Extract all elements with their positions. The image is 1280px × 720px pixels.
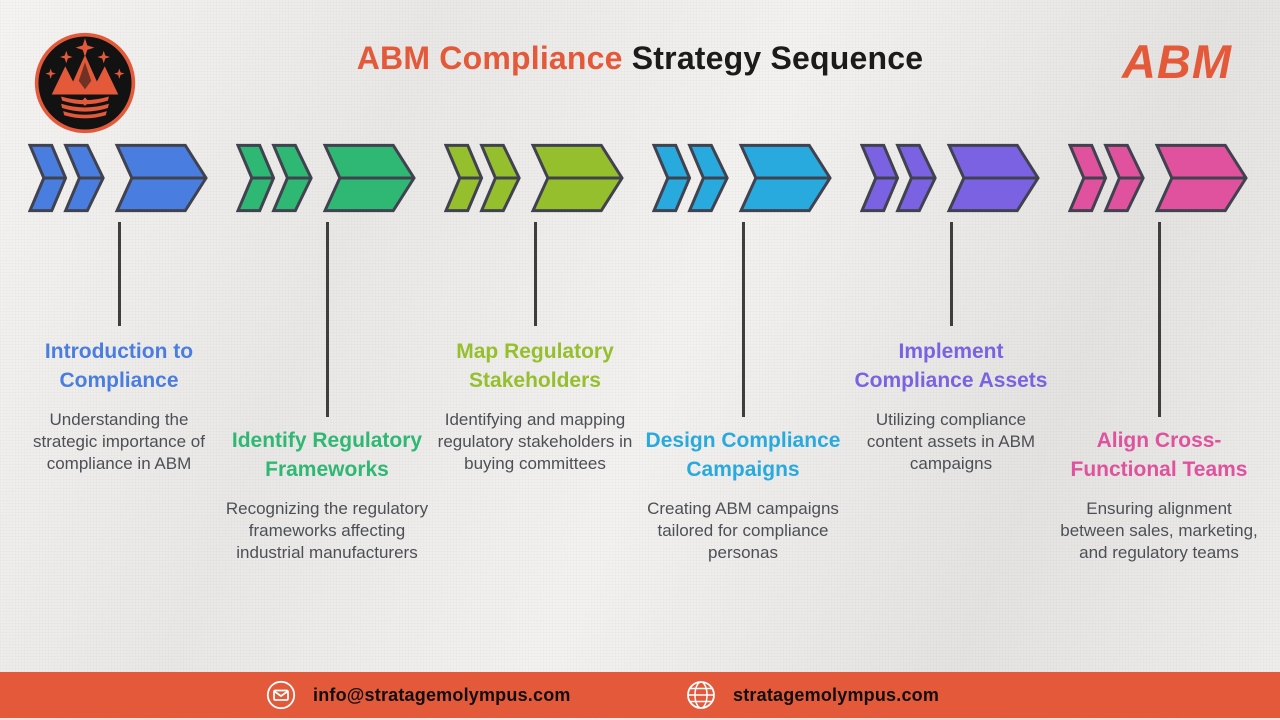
arrow-group-step-6	[1068, 143, 1250, 213]
footer-website-text: stratagemolympus.com	[733, 684, 940, 705]
step-5-description: Utilizing compliance content assets in A…	[866, 409, 1036, 474]
step-5-title: Implement Compliance Assets	[854, 340, 1048, 392]
footer-email: info@stratagemolympus.com	[266, 680, 571, 710]
connector-line-step-2	[326, 222, 329, 417]
step-2-title: Identify Regulatory Frameworks	[231, 429, 423, 481]
connector-line-step-4	[742, 222, 745, 417]
footer-bar: info@stratagemolympus.com stratagemolymp…	[0, 672, 1280, 718]
step-5: Implement Compliance Assets Utilizing co…	[849, 338, 1053, 475]
step-3: Map Regulatory Stakeholders Identifying …	[433, 338, 637, 475]
step-4: Design Compliance Campaigns Creating ABM…	[641, 427, 845, 564]
step-2: Identify Regulatory Frameworks Recognizi…	[225, 427, 429, 564]
connector-line-step-5	[950, 222, 953, 326]
step-1-description: Understanding the strategic importance o…	[33, 409, 205, 474]
footer-website: stratagemolympus.com	[686, 680, 939, 710]
arrow-group-step-5	[860, 143, 1042, 213]
step-3-description: Identifying and mapping regulatory stake…	[437, 409, 633, 474]
arrow-group-step-1	[28, 143, 210, 213]
step-1-title: Introduction to Compliance	[44, 340, 194, 392]
arrow-group-step-3	[444, 143, 626, 213]
step-6-title: Align Cross-Functional Teams	[1070, 429, 1248, 481]
page-title: ABM Compliance Strategy Sequence	[0, 40, 1280, 77]
step-6-description: Ensuring alignment between sales, market…	[1060, 498, 1258, 563]
company-logo	[33, 31, 137, 137]
connector-line-step-1	[118, 222, 121, 326]
step-4-description: Creating ABM campaigns tailored for comp…	[647, 498, 839, 563]
footer-email-text: info@stratagemolympus.com	[313, 684, 571, 705]
arrow-group-step-2	[236, 143, 418, 213]
page-title-rest: Strategy Sequence	[622, 40, 924, 76]
connector-line-step-3	[534, 222, 537, 326]
step-1: Introduction to Compliance Understanding…	[17, 338, 221, 475]
brand-wordmark: ABM	[1121, 35, 1232, 88]
envelope-icon	[266, 680, 296, 710]
crown-mountain-logo-icon	[34, 32, 136, 134]
arrow-group-step-4	[652, 143, 834, 213]
step-2-description: Recognizing the regulatory frameworks af…	[225, 498, 429, 563]
connector-line-step-6	[1158, 222, 1161, 417]
page-title-highlight: ABM Compliance	[356, 40, 623, 76]
step-3-title: Map Regulatory Stakeholders	[456, 340, 614, 392]
globe-icon	[687, 681, 715, 709]
step-4-title: Design Compliance Campaigns	[645, 429, 841, 481]
step-6: Align Cross-Functional Teams Ensuring al…	[1057, 427, 1261, 564]
